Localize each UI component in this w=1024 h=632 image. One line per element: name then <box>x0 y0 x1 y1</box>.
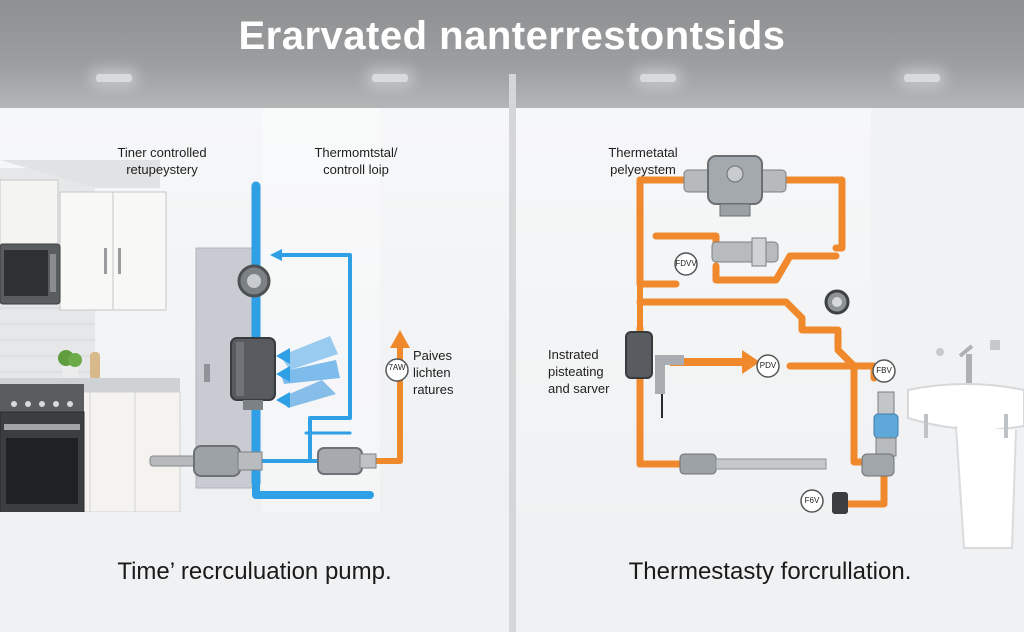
left-caption: Time’ recrculuation pump. <box>117 558 392 585</box>
ceiling-light <box>96 74 132 82</box>
valve-tag-icon <box>674 252 896 513</box>
tag-middle: PDV <box>759 361 777 370</box>
flow-arrow <box>670 350 760 374</box>
timer-controller-icon <box>237 264 271 298</box>
timer-controlled-label: Tiner controlled retupeystery <box>117 145 207 177</box>
thermostatic-diagram <box>516 108 1024 632</box>
timer-panel: Tiner controlled retupeystery Thermomtst… <box>0 108 509 632</box>
paives-label: Paives lichten ratures <box>413 348 454 397</box>
ceiling-light <box>372 74 408 82</box>
thermostatal-loop-label: Thermomtstal/ controll loip <box>314 145 398 177</box>
panel-divider <box>509 74 516 632</box>
elbow-fitting-icon <box>655 355 684 418</box>
thermostatal-system-label: Thermetatal pelyeystem <box>608 145 678 177</box>
hot-water-line <box>376 330 410 464</box>
gauge-icon <box>824 289 850 315</box>
flow-arrow <box>270 249 282 261</box>
sink-icon <box>907 340 1024 549</box>
vertical-valve-icon <box>832 391 899 514</box>
valve-tag-label: 7AW <box>388 363 406 372</box>
right-caption: Thermestasty forcrullation. <box>628 558 912 585</box>
recirculation-pump-icon <box>149 445 263 477</box>
tag-right: FBV <box>876 366 892 375</box>
insulated-label: Instrated pisteating and sarver <box>548 347 610 396</box>
kitchen-scene <box>0 108 509 632</box>
valve-tag-icon <box>385 358 409 382</box>
hot-water-network <box>636 176 888 508</box>
timer-diagram <box>0 108 509 632</box>
ceiling-light <box>640 74 676 82</box>
thermostatic-panel: Thermetatal pelyeystem Instrated pisteat… <box>516 108 1024 632</box>
check-valve-icon <box>317 447 377 475</box>
lower-pipe-icon <box>679 453 827 475</box>
tag-upper-left: FDVV <box>675 259 697 268</box>
storage-tank-icon <box>230 337 276 410</box>
tag-lower: F6V <box>804 496 820 505</box>
cold-air-flow <box>276 336 340 408</box>
pump-icon <box>625 331 653 379</box>
temperature-sensor-icon <box>711 237 779 267</box>
mixing-valve-icon <box>683 155 787 217</box>
page-title: Erarvated nanterrestontsids <box>238 14 786 58</box>
ceiling-light <box>904 74 940 82</box>
